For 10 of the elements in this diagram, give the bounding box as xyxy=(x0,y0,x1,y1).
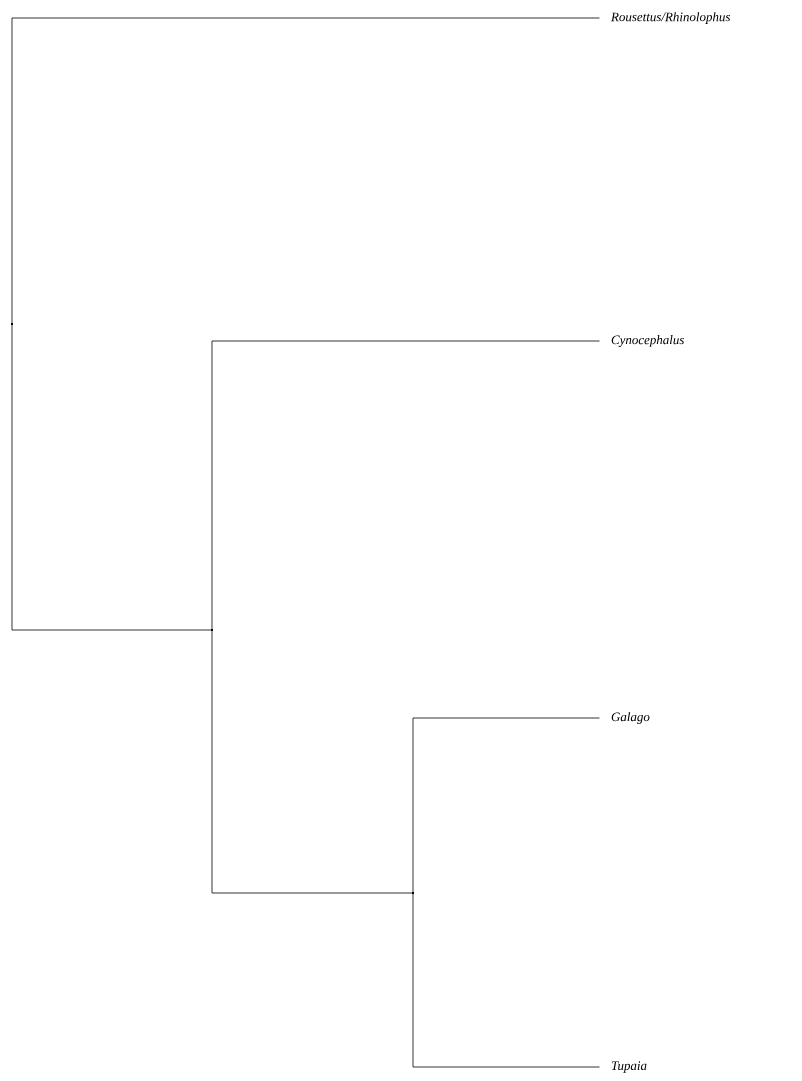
taxon-label: Tupaia xyxy=(611,1061,647,1073)
tree-branch xyxy=(211,629,413,894)
tree-branch xyxy=(11,17,600,325)
taxon-label: Galago xyxy=(611,712,650,724)
tree-branch xyxy=(11,323,212,631)
taxon-label: Cynocephalus xyxy=(611,335,684,347)
taxon-label: Rousettus/Rhinolophus xyxy=(610,12,731,24)
tree-branch xyxy=(412,717,600,894)
tree-branch xyxy=(211,340,600,631)
tree-branch xyxy=(412,892,600,1068)
